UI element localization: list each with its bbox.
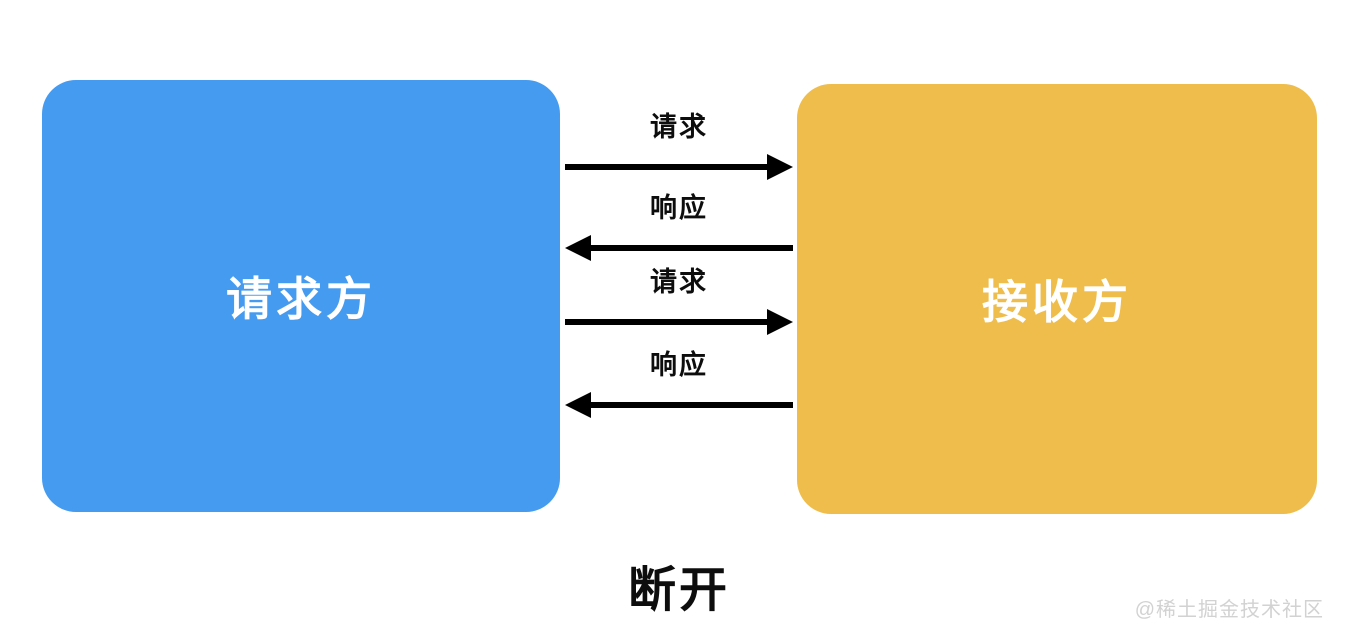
arrow-shaft [565, 164, 767, 170]
receiver-label: 接收方 [982, 276, 1132, 328]
message-label: 请求 [650, 267, 708, 297]
message-request-2: 请求 [565, 267, 793, 336]
arrow-head [565, 392, 591, 418]
arrow-left-icon [565, 391, 793, 419]
arrow-shaft [591, 245, 793, 251]
requester-node: 请求方 [42, 80, 560, 512]
watermark: @稀土掘金技术社区 [1134, 599, 1324, 621]
diagram-caption: 断开 [627, 564, 730, 617]
receiver-node: 接收方 [797, 84, 1317, 514]
message-request-1: 请求 [565, 112, 793, 181]
message-label: 响应 [650, 193, 708, 223]
requester-label: 请求方 [226, 273, 376, 325]
arrow-left-icon [565, 234, 793, 262]
arrow-head [767, 154, 793, 180]
arrow-shaft [591, 402, 793, 408]
message-label: 请求 [650, 112, 708, 142]
arrow-shaft [565, 319, 767, 325]
arrow-head [565, 235, 591, 261]
arrow-right-icon [565, 153, 793, 181]
arrow-right-icon [565, 308, 793, 336]
arrow-head [767, 309, 793, 335]
message-response-1: 响应 [565, 193, 793, 262]
message-response-2: 响应 [565, 350, 793, 419]
message-label: 响应 [650, 350, 708, 380]
